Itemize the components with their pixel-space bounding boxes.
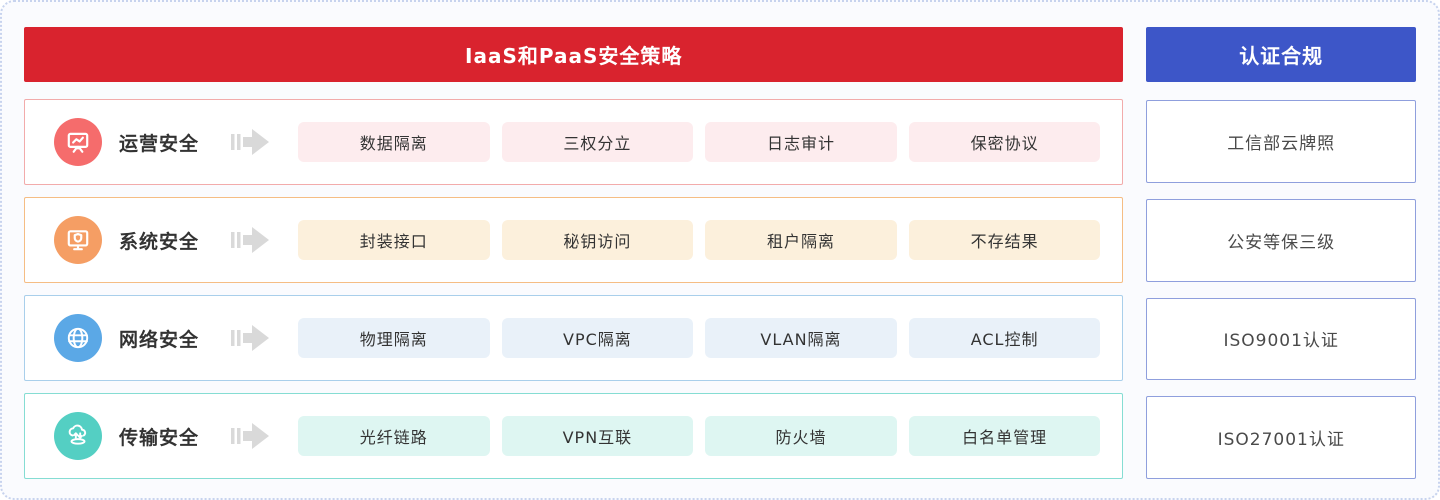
tag-group: 封装接口 秘钥访问 租户隔离 不存结果: [298, 220, 1101, 260]
certification-box: ISO27001认证: [1146, 396, 1416, 479]
tag: 不存结果: [908, 220, 1101, 260]
tag: 光纤链路: [298, 416, 490, 456]
monitor-shield-icon: [54, 216, 102, 264]
tag: 租户隔离: [705, 220, 897, 260]
certification-box: ISO9001认证: [1146, 297, 1416, 381]
tag: 日志审计: [705, 122, 897, 162]
row-transmission-security: 传输安全 光纤链路 VPN互联 防火墙 白名单管理: [24, 393, 1124, 479]
globe-network-icon: [54, 314, 102, 362]
tag: 白名单管理: [908, 416, 1101, 456]
certification-box: 公安等保三级: [1146, 198, 1416, 282]
arrow-right-icon: [231, 421, 273, 451]
arrow-right-icon: [231, 127, 273, 157]
tag: 三权分立: [501, 122, 694, 162]
row-operations-security: 运营安全 数据隔离 三权分立 日志审计 保密协议: [24, 99, 1124, 185]
main-header: IaaS和PaaS安全策略: [24, 27, 1124, 82]
tag-group: 物理隔离 VPC隔离 VLAN隔离 ACL控制: [298, 318, 1101, 358]
tag: VPC隔离: [501, 318, 694, 358]
row-label: 传输安全: [119, 426, 200, 449]
tag: ACL控制: [908, 318, 1101, 358]
row-system-security: 系统安全 封装接口 秘钥访问 租户隔离 不存结果: [24, 197, 1124, 283]
certification-column: 认证合规 工信部云牌照 公安等保三级 ISO9001认证 ISO27001认证: [1146, 27, 1416, 479]
arrow-right-icon: [231, 225, 273, 255]
tag: 防火墙: [705, 416, 897, 456]
row-network-security: 网络安全 物理隔离 VPC隔离 VLAN隔离 ACL控制: [24, 295, 1124, 381]
strategy-column: IaaS和PaaS安全策略 运营安全: [24, 27, 1124, 479]
tag-group: 数据隔离 三权分立 日志审计 保密协议: [298, 122, 1101, 162]
tag-group: 光纤链路 VPN互联 防火墙 白名单管理: [298, 416, 1101, 456]
certification-header: 认证合规: [1146, 27, 1416, 82]
tag: VPN互联: [501, 416, 694, 456]
arrow-right-icon: [231, 323, 273, 353]
tag: 保密协议: [908, 122, 1101, 162]
cloud-transfer-icon: [54, 412, 102, 460]
tag: 封装接口: [298, 220, 490, 260]
certification-list: 工信部云牌照 公安等保三级 ISO9001认证 ISO27001认证: [1146, 100, 1416, 479]
row-label: 网络安全: [119, 328, 200, 351]
presentation-chart-icon: [54, 118, 102, 166]
certification-box: 工信部云牌照: [1146, 100, 1416, 183]
tag: 秘钥访问: [501, 220, 694, 260]
tag: 物理隔离: [298, 318, 490, 358]
row-label: 运营安全: [119, 132, 200, 155]
row-label: 系统安全: [119, 230, 200, 253]
strategy-rows: 运营安全 数据隔离 三权分立 日志审计 保密协议: [24, 99, 1124, 479]
tag: 数据隔离: [298, 122, 490, 162]
tag: VLAN隔离: [705, 318, 897, 358]
